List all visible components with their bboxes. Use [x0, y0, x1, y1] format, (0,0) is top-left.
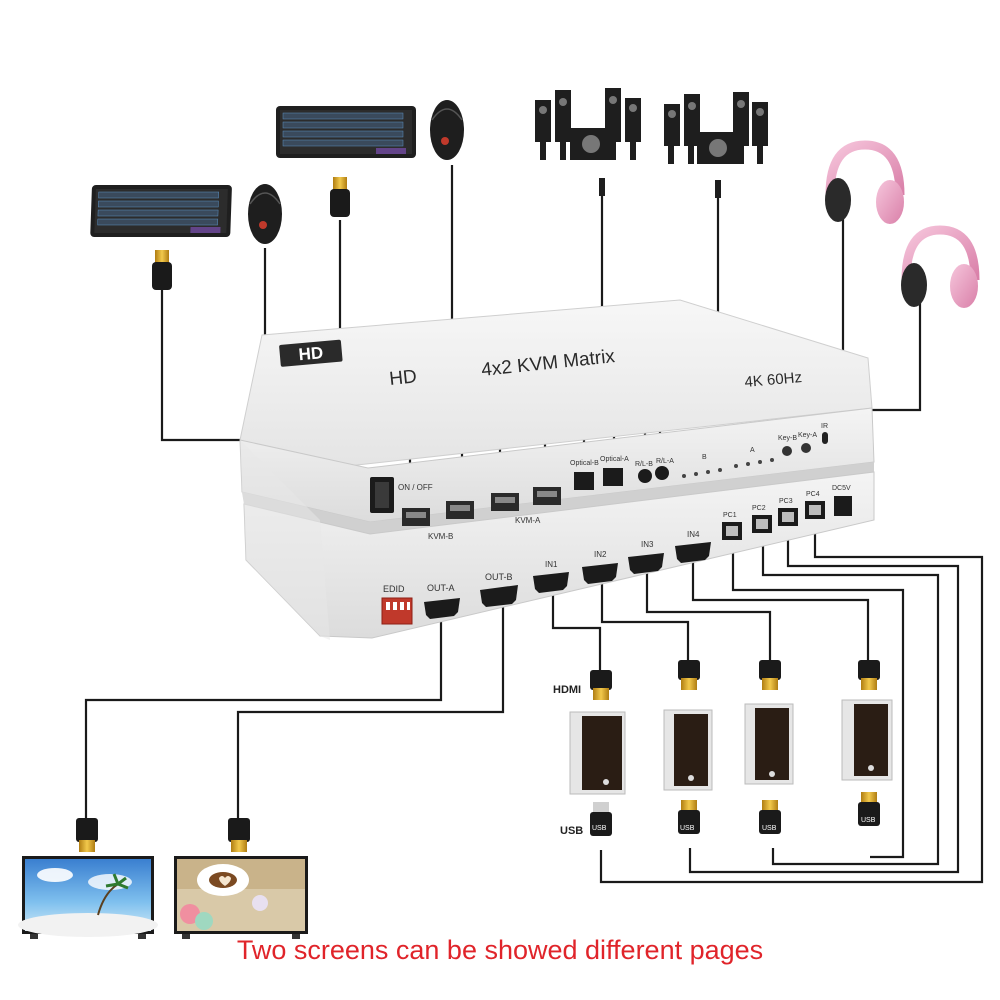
out-b-label: OUT-B: [485, 572, 513, 582]
speaker-set-a: [664, 92, 768, 198]
edid-switch[interactable]: [381, 597, 413, 625]
optical-b-label: Optical-B: [570, 460, 599, 467]
headphones-icon: [825, 140, 980, 308]
ir-sensor: [822, 432, 828, 444]
cable-out-b: [236, 605, 505, 820]
pc2-port[interactable]: [752, 515, 772, 533]
device-side: [240, 440, 330, 640]
in4-port[interactable]: [675, 542, 711, 563]
keyboard-b: [90, 185, 232, 237]
optical-b-port[interactable]: [574, 472, 594, 490]
hd-logo-text: HD: [298, 343, 324, 364]
headphones-b: [825, 140, 905, 224]
kvm-b-label: KVM-B: [428, 532, 453, 541]
caption: Two screens can be showed different page…: [236, 935, 764, 965]
keyboard-a: [276, 106, 416, 158]
cable-in1: [551, 592, 602, 672]
optical-a-port[interactable]: [603, 468, 623, 486]
speaker-set-icon: [535, 88, 768, 198]
rl-b-jack[interactable]: [638, 469, 652, 483]
kvm-a-usb-port-2[interactable]: [533, 487, 561, 505]
key-b-button[interactable]: [782, 446, 792, 456]
usb-plug-label-4: USB: [861, 817, 876, 824]
rl-a-label: R/L-A: [656, 458, 674, 465]
kvm-b-usb-port-1[interactable]: [402, 508, 430, 526]
cable-in3: [645, 573, 772, 660]
group-b-leds: [682, 468, 722, 478]
group-b-label: B: [702, 454, 707, 461]
hd-logo: HD: [279, 339, 343, 367]
pc1-port[interactable]: [722, 522, 742, 540]
in1-port[interactable]: [533, 572, 569, 593]
monitor-icon: [18, 856, 308, 939]
group-a-label: A: [750, 447, 755, 454]
power-switch[interactable]: [370, 477, 394, 513]
rl-a-jack[interactable]: [655, 466, 669, 480]
power-label: ON / OFF: [398, 483, 433, 492]
in3-label: IN3: [641, 540, 654, 549]
key-a-label: Key-A: [798, 432, 817, 439]
pc4-label: PC4: [806, 491, 820, 498]
usb-plug-label-1: USB: [592, 825, 607, 832]
pc1-label: PC1: [723, 512, 737, 519]
keyboard-usb-plugs: [152, 177, 350, 290]
hdmi-label: HDMI: [553, 684, 581, 696]
adapter-1: [569, 670, 626, 836]
adapter-4: [841, 660, 893, 826]
cable-out-a: [84, 615, 443, 820]
cable-pc1: [731, 540, 905, 859]
out-b-port[interactable]: [480, 585, 518, 607]
group-a-leds: [734, 458, 774, 468]
kvm-a-label: KVM-A: [515, 516, 541, 525]
usb-plug-label-2: USB: [680, 825, 695, 832]
cable-pc3: [688, 524, 960, 874]
out-a-port[interactable]: [424, 598, 460, 619]
monitor-a: [18, 856, 158, 939]
device-lower-front: [243, 471, 875, 639]
pc2-label: PC2: [752, 505, 766, 512]
in2-port[interactable]: [582, 563, 618, 584]
mouse-b: [248, 184, 282, 244]
out-a-label: OUT-A: [427, 583, 455, 593]
in2-label: IN2: [594, 550, 607, 559]
device-brand: HD: [388, 366, 417, 390]
usb-label: USB: [560, 825, 583, 837]
edid-label: EDID: [383, 584, 405, 594]
kvm-b-usb-port-2[interactable]: [446, 501, 474, 519]
adapter-3: [744, 660, 794, 834]
in4-label: IN4: [687, 530, 700, 539]
key-b-label: Key-B: [778, 435, 797, 442]
adapter-2: [663, 660, 713, 834]
cable-in4: [691, 562, 870, 660]
dc-label: DC5V: [832, 485, 851, 492]
usb-plug-label-3: USB: [762, 825, 777, 832]
hdmi-usb-adapter-icon: [569, 660, 893, 836]
cable-pc4: [599, 518, 984, 884]
mouse-icon: [248, 100, 464, 244]
rl-b-label: R/L-B: [635, 461, 653, 468]
mouse-a: [430, 100, 464, 160]
pc3-label: PC3: [779, 498, 793, 505]
key-a-button[interactable]: [801, 443, 811, 453]
kvm-a-usb-port-1[interactable]: [491, 493, 519, 511]
ir-label: IR: [821, 423, 828, 430]
cable-in2: [600, 582, 690, 662]
in1-label: IN1: [545, 560, 558, 569]
dc-power-jack[interactable]: [834, 496, 852, 516]
in3-port[interactable]: [628, 553, 664, 574]
speaker-set-b: [535, 88, 641, 196]
keyboard-icon: [90, 106, 416, 237]
monitor-b: [174, 856, 308, 939]
pc3-port[interactable]: [778, 508, 798, 526]
device-resolution: 4K 60Hz: [744, 369, 803, 391]
pc4-port[interactable]: [805, 501, 825, 519]
kvm-matrix-device: HD HD 4x2 KVM Matrix 4K 60Hz ON / OFF KV…: [239, 299, 875, 640]
monitor-hdmi-plugs: [76, 818, 250, 852]
optical-a-label: Optical-A: [600, 456, 629, 463]
cable-pc2: [761, 532, 940, 866]
headphones-a: [901, 225, 980, 308]
